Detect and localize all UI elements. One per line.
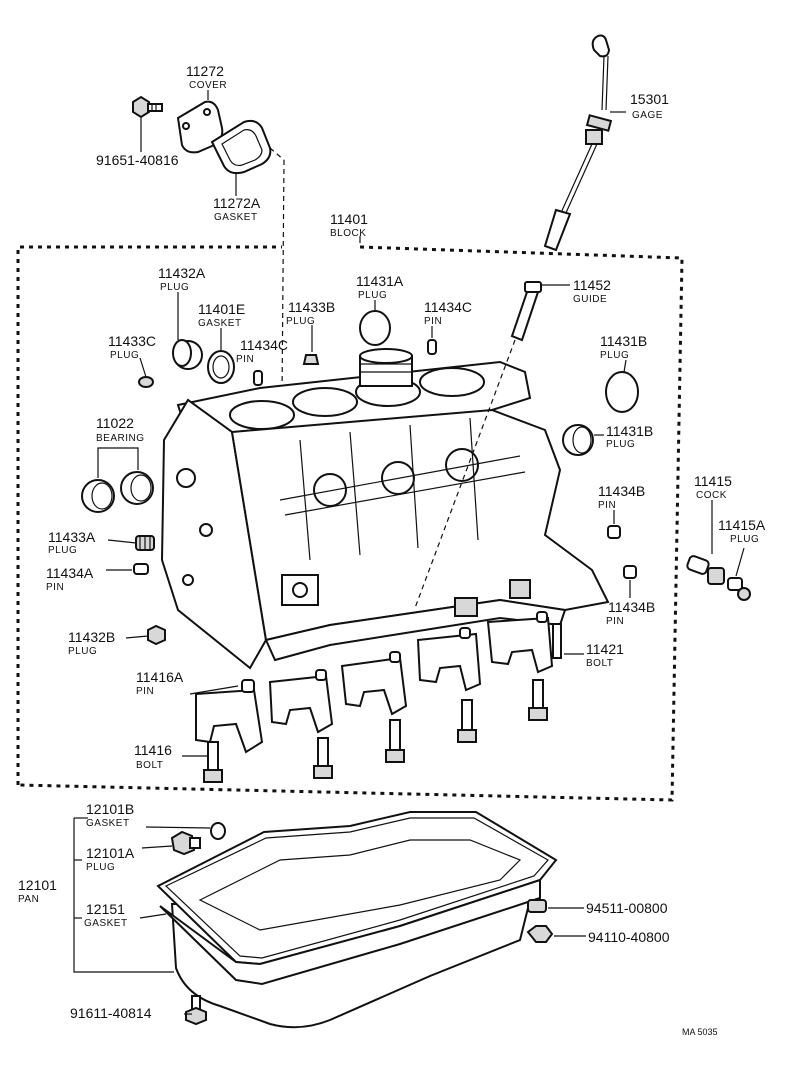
bolt-11421-name: BOLT [586,658,613,669]
gasket-12101b-name: GASKET [86,818,130,829]
pin-11434c-right-icon [427,339,437,355]
plug-11431b-top-num: 11431B [600,333,647,349]
plug-11432a-icon [172,339,203,370]
plug-12101a-icon [170,830,201,856]
pin-11434c-left-icon [253,370,263,386]
pin-11434a-num: 11434A [46,565,94,581]
cock-name: COCK [696,490,727,501]
bearing-11022-icon [81,471,154,513]
plug-11431a-num: 11431A [356,273,404,289]
bearing-name: BEARING [96,433,145,444]
block-name: BLOCK [330,228,366,239]
pin-11416a-num: 11416A [136,669,184,685]
pin-11434c-left-name: PIN [236,354,254,365]
pin-11434b-bottom-name: PIN [606,616,624,627]
gage-name: GAGE [632,110,663,121]
bolt-11416-name: BOLT [136,760,163,771]
plug-11433c-num: 11433C [108,333,156,349]
plug-11415a-num: 11415A [718,517,766,533]
cover-num: 11272 [186,63,224,79]
gasket-11401e-icon [207,350,235,384]
bolt-cover-icon [132,95,163,119]
plug-11431a-icon [359,310,391,346]
pin-11416a-name: PIN [136,686,154,697]
pin-11434b-top-icon [607,525,621,539]
gasket-12151-name: GASKET [84,918,128,929]
plug-11432a-name: PLUG [160,282,189,293]
bearing-caps-icon [195,616,554,754]
plug-11433b-icon [302,354,320,365]
plug-11433a-num: 11433A [48,529,96,545]
gasket-cover-name: GASKET [214,212,258,223]
cap-bolts-icon [203,623,562,783]
cock-num: 11415 [694,473,732,489]
plug-11415a-icon [727,577,751,601]
gasket-11401e-num: 11401E [198,301,245,317]
oil-pan-icon [156,811,558,1029]
plug-11431b-mid-icon [562,424,594,456]
callouts: 11272 COVER 91651-40816 11272A GASKET 15… [18,63,766,1037]
guide-11452-icon [510,281,542,342]
gasket-12101b-icon [210,822,226,840]
block-num: 11401 [330,211,368,227]
plug-11431b-mid-num: 11431B [606,423,653,439]
block-boundary [16,236,684,802]
cock-11415-icon [686,555,725,585]
gasket-11401e-name: GASKET [198,318,242,329]
bolt-11416-num: 11416 [134,742,172,758]
pan-bolt-icon [185,995,207,1026]
pin-11434b-bottom-num: 11434B [608,599,655,615]
pin-11434b-bottom-icon [623,565,637,579]
pin-11434c-right-num: 11434C [424,299,472,315]
plug-11433a-name: PLUG [48,545,77,556]
plug-11432b-num: 11432B [68,629,115,645]
cover-name: COVER [189,80,227,91]
plug-11432b-name: PLUG [68,646,97,657]
plug-11433c-name: PLUG [110,350,139,361]
nut-94110-icon [526,925,554,943]
plug-11431a-name: PLUG [358,290,387,301]
bearing-num: 11022 [96,415,134,431]
plug-12101a-num: 12101A [86,845,135,861]
plug-11431b-mid-name: PLUG [606,439,635,450]
pan-name: PAN [18,894,39,905]
plug-12101a-name: PLUG [86,862,115,873]
plug-11431b-top-name: PLUG [600,350,629,361]
footer-code: MA 5035 [682,1027,718,1037]
guide-name: GUIDE [573,294,607,305]
plug-11433b-num: 11433B [288,299,335,315]
gasket-12101b-num: 12101B [86,801,134,817]
nut-94511-icon [527,899,547,913]
plug-11415a-name: PLUG [730,534,759,545]
pin-11434b-top-num: 11434B [598,483,645,499]
nut-94110-num: 94110-40800 [588,929,670,945]
bolt-11421-num: 11421 [586,641,624,657]
pin-11434c-left-num: 11434C [240,337,288,353]
gage-num: 15301 [630,91,669,107]
plug-11432b-icon [147,624,166,646]
gasket-cover-num: 11272A [213,195,261,211]
plug-11432a-num: 11432A [158,265,206,281]
engine-block-icon [160,348,610,670]
cover-assembly [132,90,285,396]
plug-11433c-icon [138,376,154,388]
pin-11434a-name: PIN [46,582,64,593]
pin-11434a-icon [133,563,149,575]
plug-11433b-name: PLUG [286,316,315,327]
nut-94511-num: 94511-00800 [586,900,668,916]
oil-gage-icon [543,34,626,252]
pin-11434b-top-name: PIN [598,500,616,511]
pin-11434c-right-name: PIN [424,316,442,327]
plug-11433a-icon [135,535,155,551]
guide-num: 11452 [573,277,611,293]
pan-num: 12101 [18,877,57,893]
plug-11431b-top-icon [605,371,639,413]
gasket-12151-num: 12151 [86,901,125,917]
bolt-91611-num: 91611-40814 [70,1005,152,1021]
bolt-cover-num: 91651-40816 [96,152,179,168]
